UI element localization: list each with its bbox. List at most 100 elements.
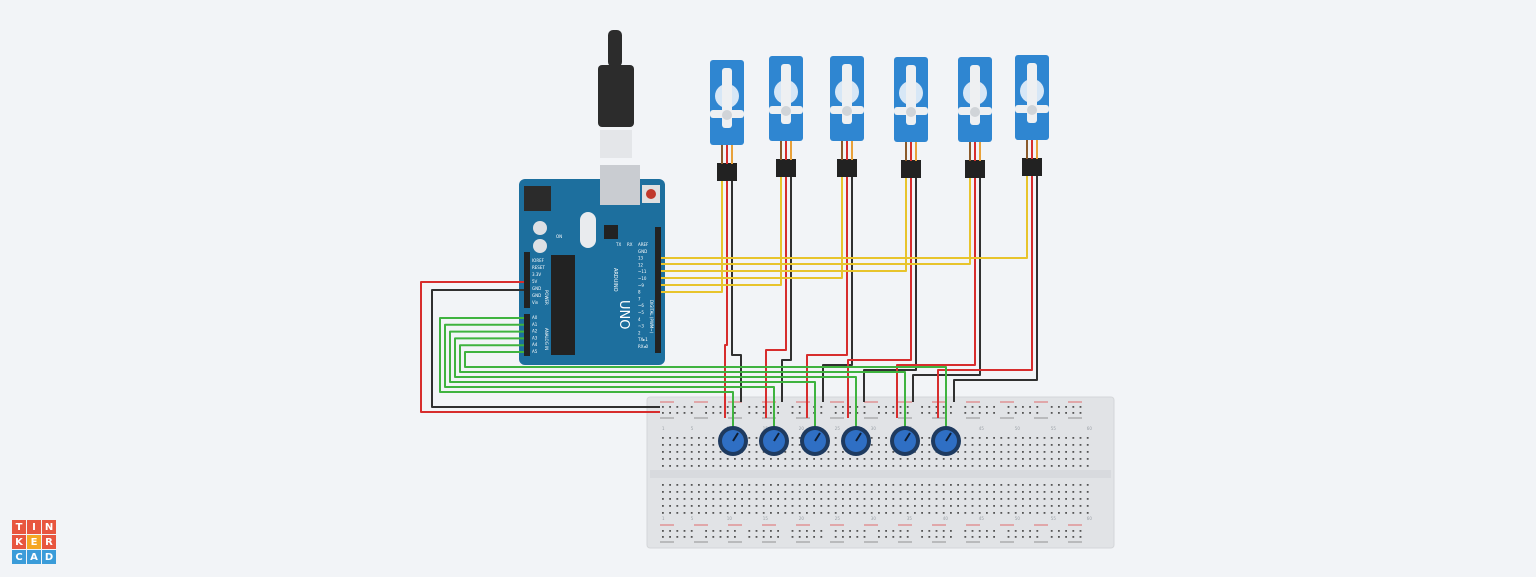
digital-pin-label: ~11 — [638, 269, 647, 274]
board-uno-label: UNO — [616, 300, 631, 329]
breadboard-holes — [662, 406, 1089, 538]
servo-connector — [1022, 158, 1042, 176]
digital-pin-label: 7 — [638, 296, 641, 301]
breadboard[interactable]: 1155101015152020252530303535404045455050… — [646, 396, 1115, 549]
power-pin-label: GND — [532, 286, 541, 291]
column-number: 40 — [943, 516, 949, 521]
power-pin-label: IOREF — [532, 258, 545, 263]
analog-wire — [459, 344, 906, 428]
digital-pin-label: TX▸1 — [637, 337, 648, 342]
capacitor-1 — [533, 221, 547, 235]
column-number: 25 — [835, 516, 841, 521]
digital-pin-label: 12 — [638, 262, 644, 267]
analog-pin-label: A1 — [532, 322, 538, 327]
analog-pin-label: A0 — [532, 315, 538, 320]
servo-motor[interactable] — [830, 56, 864, 177]
servo-power-wire — [847, 178, 912, 418]
digital-pin-label: 8 — [638, 290, 641, 295]
wires[interactable] — [420, 176, 1038, 428]
potentiometer[interactable] — [841, 426, 871, 456]
on-led-label: ON — [556, 234, 562, 239]
servo-signal-wire — [661, 181, 723, 293]
logo-letter: I — [27, 520, 41, 534]
column-number: 50 — [1015, 516, 1021, 521]
potentiometer[interactable] — [718, 426, 748, 456]
analog-pin-label: A2 — [532, 329, 538, 334]
servo-connector — [776, 159, 796, 177]
column-number: 45 — [979, 426, 985, 431]
logo-letter: E — [27, 535, 41, 549]
column-number: 20 — [799, 426, 805, 431]
column-number: 30 — [871, 426, 877, 431]
power-header[interactable] — [524, 252, 530, 308]
potentiometers[interactable] — [718, 426, 961, 456]
servo-connector — [901, 160, 921, 178]
capacitor-2 — [533, 239, 547, 253]
column-number: 60 — [1087, 516, 1093, 521]
logo-letter: R — [42, 535, 56, 549]
servo-motor[interactable] — [958, 57, 992, 178]
potentiometer[interactable] — [931, 426, 961, 456]
arduino-pin-labels: IOREFRESET3.3V5VGNDGNDVinA0A1A2A3A4A5ARE… — [532, 242, 649, 354]
tinkercad-logo: T I N K E R C A D — [12, 520, 57, 565]
analog-header[interactable] — [524, 314, 530, 356]
servo-signal-wire — [661, 178, 971, 265]
rx-led-label: RX — [627, 242, 633, 247]
digital-pin-label: GND — [638, 249, 647, 254]
analog-wire — [439, 317, 734, 428]
analog-wire — [454, 337, 857, 428]
column-number: 55 — [1051, 516, 1057, 521]
analog-pin-label: A5 — [532, 349, 538, 354]
servo-ground-wire — [731, 181, 742, 402]
arduino-5v-wire — [420, 281, 660, 413]
servo-connector — [837, 159, 857, 177]
servo-signal-wire — [661, 177, 843, 279]
usb-cable — [598, 30, 634, 158]
column-number: 50 — [1015, 426, 1021, 431]
servos[interactable] — [710, 55, 1049, 181]
digital-pin-label: ~6 — [638, 303, 644, 308]
servo-motor[interactable] — [710, 60, 744, 181]
servo-motor[interactable] — [894, 57, 928, 178]
servo-motor[interactable] — [1015, 55, 1049, 176]
digital-pin-label: ~3 — [638, 324, 644, 329]
servo-power-wire — [937, 176, 1033, 418]
digital-label: DIGITAL (PWM~) — [649, 300, 654, 334]
digital-pin-label: 13 — [638, 256, 644, 261]
power-pin-label: Vin — [532, 300, 539, 305]
column-number: 30 — [871, 516, 877, 521]
usb-port — [600, 165, 640, 205]
tx-led-label: TX — [615, 242, 621, 247]
servo-power-wire — [896, 178, 976, 418]
power-pin-label: RESET — [532, 265, 545, 270]
arduino-uno-board[interactable]: UNO ARDUINO TX RX ON POWER ANALOG IN DIG… — [519, 165, 665, 365]
column-number: 35 — [907, 516, 913, 521]
digital-pin-label: AREF — [638, 242, 649, 247]
servo-power-wire — [806, 177, 848, 418]
servo-signal-wire — [661, 176, 1028, 259]
potentiometer[interactable] — [800, 426, 830, 456]
board-arduino-label: ARDUINO — [612, 268, 618, 292]
column-number: 1 — [662, 516, 665, 521]
digital-header[interactable] — [655, 227, 661, 353]
column-number: 1 — [662, 426, 665, 431]
column-number: 10 — [727, 516, 733, 521]
servo-signal-wire — [661, 178, 907, 272]
servo-motor[interactable] — [769, 56, 803, 177]
column-number: 15 — [763, 426, 769, 431]
analog-pin-label: A3 — [532, 335, 538, 340]
column-number: 55 — [1051, 426, 1057, 431]
potentiometer[interactable] — [759, 426, 789, 456]
potentiometer[interactable] — [890, 426, 920, 456]
column-number: 15 — [763, 516, 769, 521]
column-number: 25 — [835, 426, 841, 431]
power-jack — [524, 186, 551, 211]
column-number: 5 — [691, 426, 694, 431]
digital-pin-label: 2 — [638, 330, 641, 335]
column-number: 5 — [691, 516, 694, 521]
logo-letter: C — [12, 550, 26, 564]
power-label: POWER — [544, 290, 549, 305]
analog-pin-label: A4 — [532, 342, 538, 347]
servo-ground-wire — [863, 178, 917, 402]
